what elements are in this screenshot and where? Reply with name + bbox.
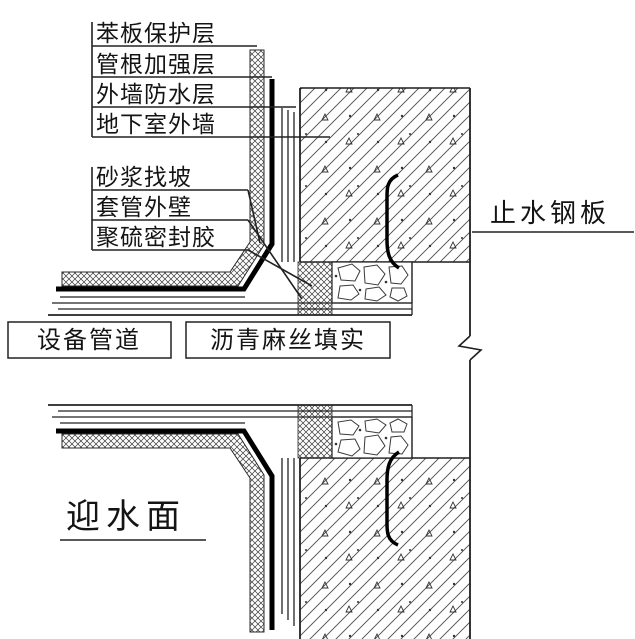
protection-board-lower (61, 433, 265, 633)
label-protection-board: 苯板保护层 (96, 20, 216, 46)
label-polysulfide-sealant: 聚硫密封胶 (96, 224, 216, 250)
break-symbol (457, 335, 483, 361)
basement-wall-lower (300, 457, 470, 639)
equipment-pipe-label-box (7, 321, 172, 359)
waterproof-layers-lower (281, 458, 301, 639)
basement-wall-upper (300, 87, 470, 263)
asphalt-hemp-fill-lower (331, 416, 413, 459)
label-waterstop-plate: 止水钢板 (490, 198, 610, 228)
protection-board-upper (61, 49, 265, 287)
pipe-root-reinforcement-upper (297, 261, 333, 316)
asphalt-hemp-fill-upper (331, 261, 413, 304)
sleeve-and-pipe-lower (48, 404, 413, 458)
waterstop-plate-upper (385, 173, 400, 270)
label-water-facing-side: 迎水面 (66, 498, 186, 536)
waterstop-plate-lower (385, 450, 400, 547)
leader-sleeve-wall (247, 219, 303, 300)
asphalt-fill-label-box (185, 321, 391, 359)
leader-sealant (247, 249, 313, 287)
sleeve-and-pipe-upper (48, 262, 413, 316)
label-leader-lines (60, 22, 634, 541)
label-basement-wall: 地下室外墙 (96, 111, 216, 137)
label-asphalt-hemp-fill: 沥青麻丝填实 (210, 327, 366, 354)
waterproof-layers-upper (281, 88, 301, 262)
wall-right-edge (457, 88, 483, 639)
label-pipe-root-layer: 管根加强层 (96, 51, 216, 77)
pipe-root-reinforcement-lower (297, 404, 333, 459)
waterproof-membrane-upper (56, 79, 275, 292)
waterproof-membrane-lower (56, 428, 275, 630)
label-equipment-pipe: 设备管道 (37, 327, 141, 354)
label-wall-waterproof: 外墙防水层 (96, 81, 216, 107)
label-sleeve-outer-wall: 套管外壁 (96, 194, 192, 220)
label-mortar-slope: 砂浆找坡 (96, 164, 192, 190)
